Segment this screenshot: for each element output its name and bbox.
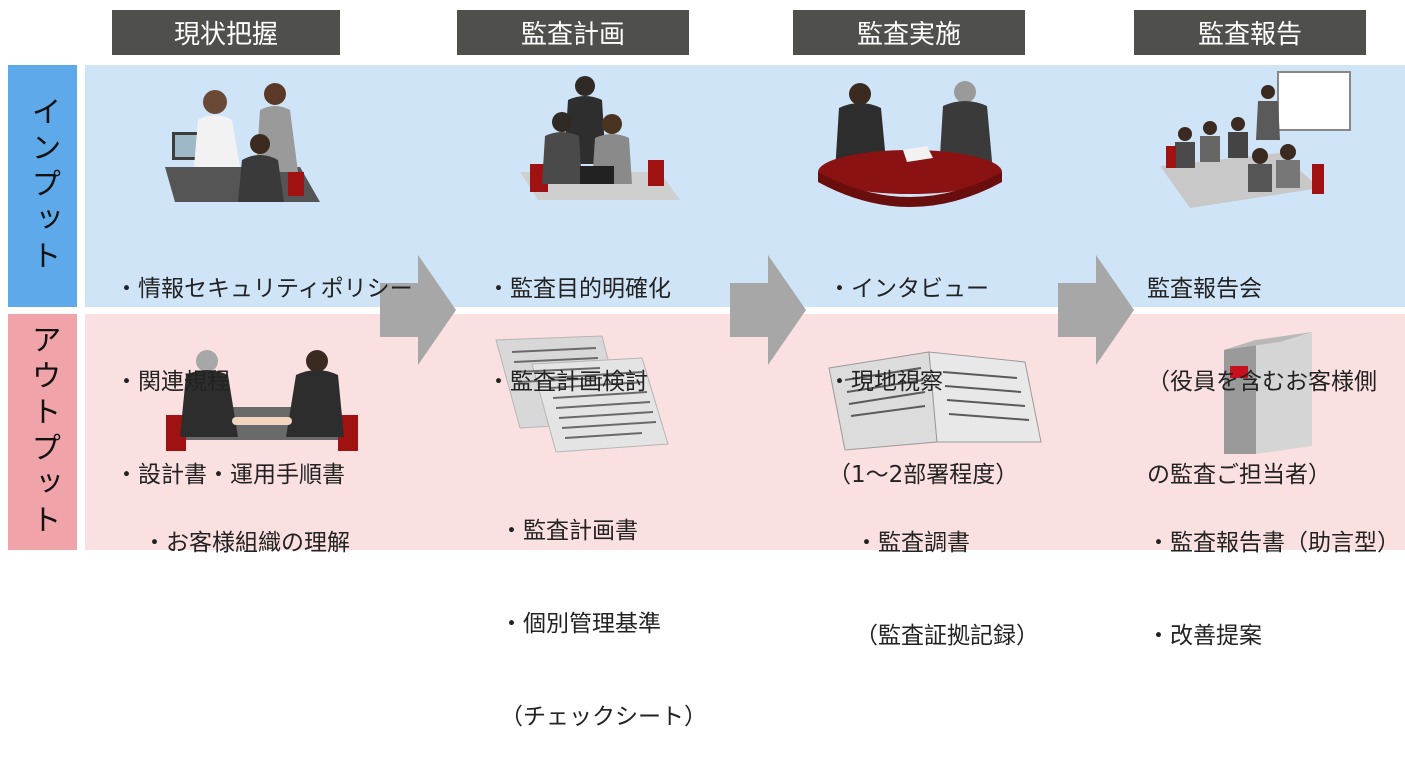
output-line-4-2: ・改善提案 [1147, 623, 1262, 649]
arrow-2-icon [730, 255, 806, 365]
phase-header-audit-report: 監査報告 [1134, 10, 1366, 55]
documents-illustration-icon [495, 335, 669, 453]
row-label-input-text: インプット [25, 96, 61, 276]
output-text-audit-plan: ・監査計画書 ・個別管理基準 （チェックシート） [500, 454, 707, 764]
input-line-4-3: の監査ご担当者） [1147, 462, 1331, 488]
input-text-audit-report: 監査報告会 （役員を含むお客様側 の監査ご担当者） [1147, 212, 1377, 522]
business-group-illustration-icon [520, 76, 680, 200]
input-line-2-1: ・監査目的明確化 [487, 276, 671, 302]
input-line-2-2: ・監査計画検討 [487, 369, 648, 395]
output-line-3-2: （監査証拠記録） [855, 623, 1039, 649]
input-text-audit-execution: ・インタビュー ・現地視察 （1～2部署程度） [828, 212, 1018, 522]
input-text-current-state: ・情報セキュリティポリシー ・関連規程 ・設計書・運用手順書 [115, 212, 413, 522]
output-text-audit-report: ・監査報告書（助言型） ・改善提案 [1147, 466, 1400, 683]
input-line-3-2: ・現地視察 [828, 369, 943, 395]
arrow-3-icon [1058, 255, 1134, 365]
output-text-audit-execution: ・監査調書 （監査証拠記録） [855, 466, 1039, 683]
phase-header-audit-plan: 監査計画 [457, 10, 689, 55]
open-book-illustration-icon [828, 351, 1042, 451]
row-label-input: インプット [8, 65, 77, 307]
binder-illustration-icon [1224, 332, 1312, 454]
input-line-1-2: ・関連規程 [115, 369, 230, 395]
input-line-4-2: （役員を含むお客様側 [1147, 369, 1377, 395]
output-line-4-1: ・監査報告書（助言型） [1147, 530, 1400, 556]
input-line-3-3: （1～2部署程度） [828, 462, 1019, 488]
team-meeting-illustration-icon [165, 83, 320, 202]
input-line-1-3: ・設計書・運用手順書 [115, 462, 345, 488]
row-label-output-text: アウトプット [25, 324, 61, 540]
row-label-output: アウトプット [8, 314, 77, 550]
output-line-2-1: ・監査計画書 [500, 518, 638, 544]
input-text-audit-plan: ・監査目的明確化 ・監査計画検討 [487, 212, 671, 429]
negotiation-table-illustration-icon [818, 81, 1002, 207]
output-line-1-1: ・お客様組織の理解 [143, 530, 350, 556]
input-line-3-1: ・インタビュー [828, 276, 989, 302]
output-line-2-3: （チェックシート） [500, 704, 707, 730]
input-line-1-1: ・情報セキュリティポリシー [115, 276, 413, 302]
input-line-4-1: 監査報告会 [1147, 276, 1262, 302]
phase-header-audit-execution: 監査実施 [793, 10, 1025, 55]
handshake-meeting-illustration-icon [166, 350, 358, 451]
phase-header-current-state: 現状把握 [112, 10, 340, 55]
arrow-1-icon [380, 255, 456, 365]
output-line-2-2: ・個別管理基準 [500, 611, 661, 637]
presentation-meeting-illustration-icon [1160, 71, 1351, 208]
output-text-current-state: ・お客様組織の理解 [143, 466, 350, 590]
output-line-3-1: ・監査調書 [855, 530, 970, 556]
